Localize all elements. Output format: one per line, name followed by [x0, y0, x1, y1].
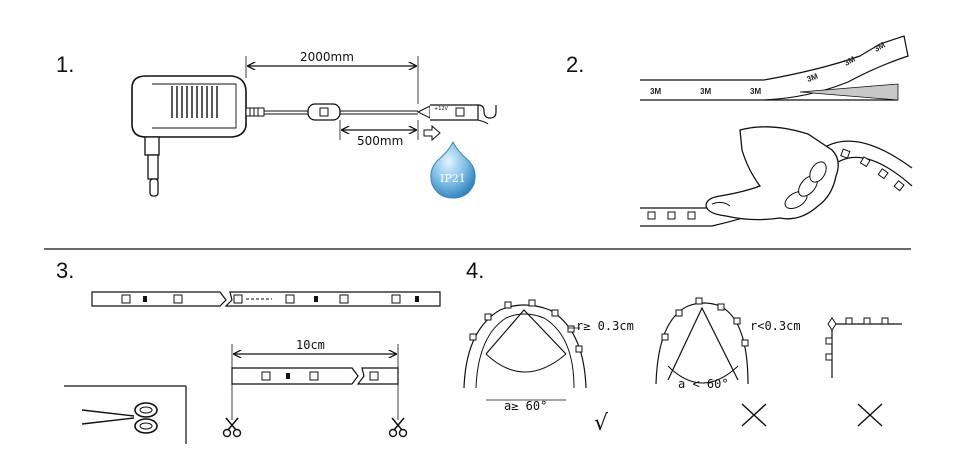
ip-rating-label: IP21: [440, 172, 466, 185]
step-number-1: 1.: [56, 52, 74, 77]
step-number-3: 3.: [56, 258, 74, 283]
led-strip-segment: 10cm: [231, 338, 399, 420]
dimension-2000mm: 2000mm: [245, 50, 419, 104]
cut-interval-label: 10cm: [296, 338, 325, 352]
radius-ok-label: r≥ 0.3cm: [576, 319, 634, 333]
angle-bad-label: a < 60°: [678, 377, 729, 391]
cross-icon: [857, 403, 883, 427]
step-number-2: 2.: [566, 52, 584, 77]
angle-ok-label: a≥ 60°: [504, 399, 547, 413]
dimension-500mm: 500mm: [339, 120, 441, 148]
tape-brand-4: 3M: [806, 72, 820, 84]
step-number-4: 4.: [466, 258, 484, 283]
hand-press-illustration: [640, 126, 913, 227]
cross-icon: [741, 403, 767, 427]
power-adapter-icon: [131, 75, 265, 197]
cable-with-switch: [264, 103, 431, 121]
scissors-icon: [222, 417, 242, 438]
lead-length-label: 500mm: [357, 134, 403, 148]
tape-brand-3: 3M: [750, 87, 761, 96]
scissors-icon: [81, 402, 158, 434]
sharp-corner-illustration: [825, 317, 902, 427]
tape-peel-illustration: 3M 3M 3M 3M 3M 3M: [640, 35, 909, 101]
led-strip-full: [91, 291, 441, 307]
bend-correct-illustration: r≥ 0.3cm a≥ 60° √: [463, 299, 634, 436]
cut-guide: [64, 385, 187, 444]
cable-length-label: 2000mm: [300, 50, 354, 64]
radius-bad-label: r<0.3cm: [750, 319, 801, 333]
led-strip-end: +12V: [430, 104, 497, 125]
bend-incorrect-illustration: r<0.3cm a < 60°: [655, 297, 801, 427]
scissors-icon: [388, 417, 408, 438]
tape-brand-1: 3M: [650, 87, 661, 96]
check-icon: √: [594, 411, 609, 436]
tape-brand-2: 3M: [700, 87, 711, 96]
voltage-mark: +12V: [434, 106, 449, 112]
water-drop-icon: IP21: [430, 140, 476, 199]
